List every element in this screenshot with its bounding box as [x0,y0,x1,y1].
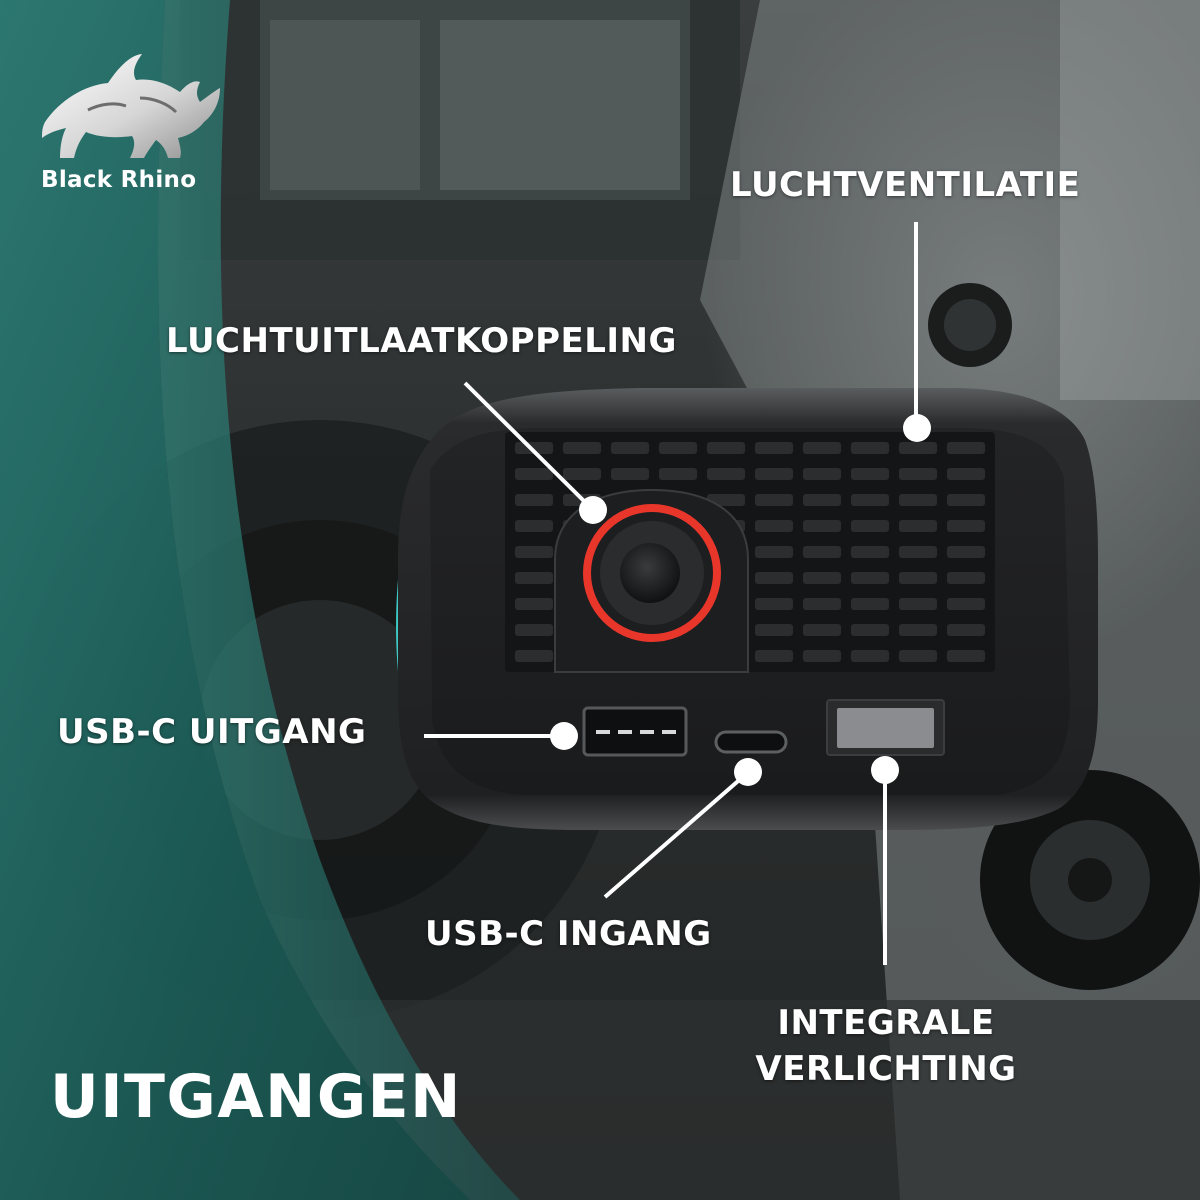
callout-air-outlet-coupling: LUCHTUITLAATKOPPELING [166,321,677,361]
vent-slots [515,442,985,662]
callout-usb-input: USB-C INGANG [425,914,712,954]
dot-outlet [579,496,607,524]
line-usb-in [603,773,747,899]
light-panel [837,708,934,748]
dot-usb-in [734,758,762,786]
callout-light-line1: INTEGRALE [777,1003,995,1043]
dot-usb-out [550,722,578,750]
usb-a-port [582,706,688,757]
callout-integrated-light: INTEGRALE VERLICHTING [745,1000,1027,1092]
air-outlet-knob [620,543,680,603]
line-outlet [463,381,592,509]
page-title: UITGANGEN [50,1062,462,1132]
dot-light [871,756,899,784]
usb-c-port [714,730,788,754]
callout-air-vent: LUCHTVENTILATIE [730,165,1081,205]
callout-light-line2: VERLICHTING [755,1049,1017,1089]
rhino-logo-icon [42,54,220,158]
brand-name: Black Rhino [41,167,197,193]
dot-vent [903,414,931,442]
callout-usb-output: USB-C UITGANG [57,712,367,752]
